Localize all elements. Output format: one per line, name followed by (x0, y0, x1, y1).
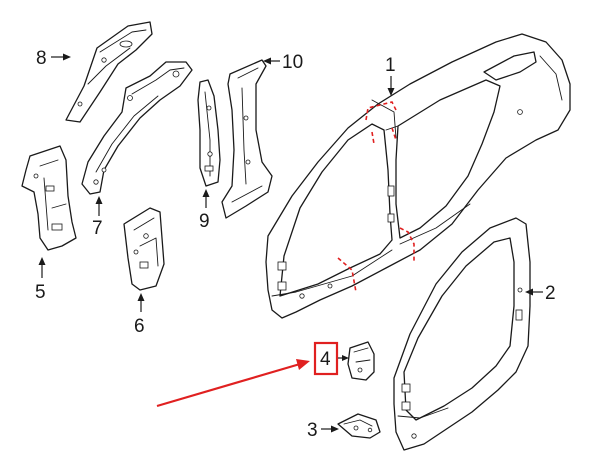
callout-7: 7 (92, 196, 103, 239)
cut-line-roof (365, 101, 397, 121)
callout-3: 3 (307, 420, 339, 441)
callout-2-label: 2 (545, 283, 556, 304)
highlight-pointer-line (156, 362, 301, 408)
callout-1: 1 (385, 55, 396, 96)
part-4-bracket[interactable] (347, 341, 375, 381)
callout-9-label: 9 (199, 211, 210, 232)
callout-3-label: 3 (307, 420, 318, 441)
callout-10: 10 (263, 52, 303, 73)
part-1-body-side-inner[interactable] (265, 33, 571, 319)
callout-8: 8 (36, 48, 71, 69)
part-5-pillar-lower-panel[interactable] (21, 145, 77, 251)
highlight-pointer-head (296, 359, 310, 370)
callout-9: 9 (199, 189, 210, 232)
cut-line-b-pillar-top (391, 127, 397, 141)
callout-8-arrow (63, 53, 71, 61)
part-7-pillar-reinforcement[interactable] (81, 61, 193, 195)
part-10-b-pillar-outer[interactable] (221, 59, 273, 219)
part-8-rail-reinforcement[interactable] (65, 21, 153, 123)
cut-line-b-pillar-bottom (399, 227, 415, 262)
highlight-pointer-arrow (156, 359, 310, 408)
part-9-b-pillar-inner[interactable] (197, 79, 221, 187)
callout-5: 5 (35, 257, 46, 303)
callout-4: 4 (313, 341, 349, 376)
callout-1-arrow (387, 88, 395, 96)
callout-5-label: 5 (35, 282, 46, 303)
callout-6-label: 6 (134, 316, 145, 337)
callout-1-label: 1 (385, 55, 396, 76)
callout-7-arrow (95, 196, 103, 204)
part-6-pillar-bracket[interactable] (123, 207, 165, 291)
callout-6-arrow (137, 293, 145, 301)
callout-4-arrow (342, 355, 349, 361)
callout-9-arrow (202, 189, 210, 197)
cut-lines (337, 101, 415, 293)
part-2-body-side-outer[interactable] (393, 217, 531, 451)
callout-3-arrow (331, 425, 339, 433)
callout-6: 6 (134, 293, 145, 337)
callout-8-label: 8 (36, 48, 47, 69)
callout-10-label: 10 (282, 52, 303, 73)
callout-2: 2 (525, 283, 556, 304)
callout-2-arrow (525, 288, 533, 296)
callout-4-highlight-box (313, 341, 339, 376)
callout-7-label: 7 (92, 218, 103, 239)
cut-line-a-pillar (371, 131, 375, 145)
callout-5-arrow (38, 257, 46, 265)
callout-4-label: 4 (320, 349, 331, 370)
part-3-bracket[interactable] (337, 413, 381, 439)
callout-10-arrow (263, 57, 271, 65)
